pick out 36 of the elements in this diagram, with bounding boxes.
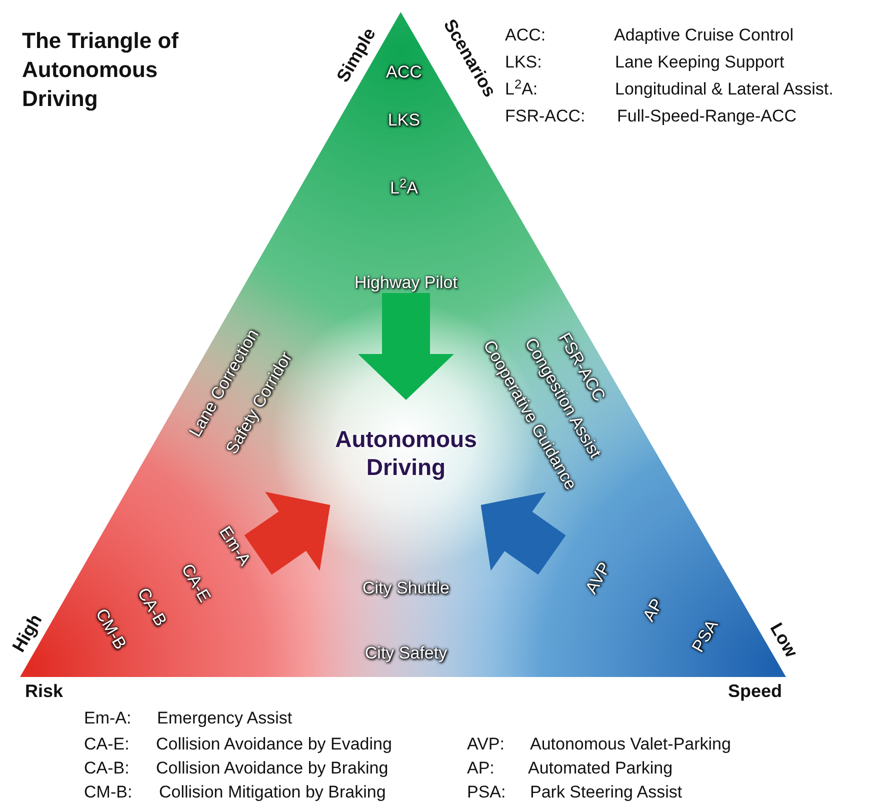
legend-text: Park Steering Assist [530, 784, 682, 800]
legend-text: Collision Mitigation by Braking [159, 784, 386, 800]
scenario-label: L$^{2}$A [390, 180, 418, 196]
scenario-label: LKS [388, 112, 420, 128]
block-arrow [358, 293, 454, 400]
scenario-label: ACC [386, 64, 422, 80]
block-arrow [244, 492, 330, 575]
legend-text: FSR-ACC: [505, 108, 586, 124]
legend-text: CM-B: [84, 784, 132, 800]
scenario-label: City Shuttle [362, 580, 450, 596]
legend-text: CA-E: [84, 736, 130, 752]
legend-text: ACC: [505, 26, 546, 44]
legend-text: Autonomous Valet-Parking [530, 736, 731, 752]
center-title: Autonomous Driving [334, 424, 478, 480]
legend-text: Lane Keeping Support [615, 54, 784, 70]
legend-text: LKS: [505, 54, 542, 70]
scenario-label: Highway Pilot [354, 274, 458, 291]
legend-text: Emergency Assist [157, 710, 292, 726]
legend-text: Adaptive Cruise Control [614, 26, 794, 44]
legend-text: Full-Speed-Range-ACC [617, 108, 797, 124]
legend-text: Collision Avoidance by Evading [156, 736, 392, 752]
legend-text: L$^{2}$A: [505, 80, 538, 98]
legend-text: Automated Parking [528, 760, 673, 776]
axis-label: Risk [24, 682, 64, 700]
legend-text: CA-B: [84, 760, 130, 776]
title: The Triangle of Autonomous Driving [22, 27, 180, 113]
legend-text: AP: [467, 760, 494, 776]
legend-text: Longitudinal & Lateral Assist. [615, 80, 834, 98]
block-arrow [480, 492, 566, 575]
legend-text: Collision Avoidance by Braking [156, 760, 388, 776]
scenario-label: AP [640, 596, 666, 624]
legend-text: PSA: [467, 784, 506, 800]
legend-text: Em-A: [84, 710, 132, 726]
axis-label: Speed [728, 682, 782, 700]
legend-text: AVP: [467, 736, 504, 752]
scenario-label: City Safety [364, 644, 448, 662]
